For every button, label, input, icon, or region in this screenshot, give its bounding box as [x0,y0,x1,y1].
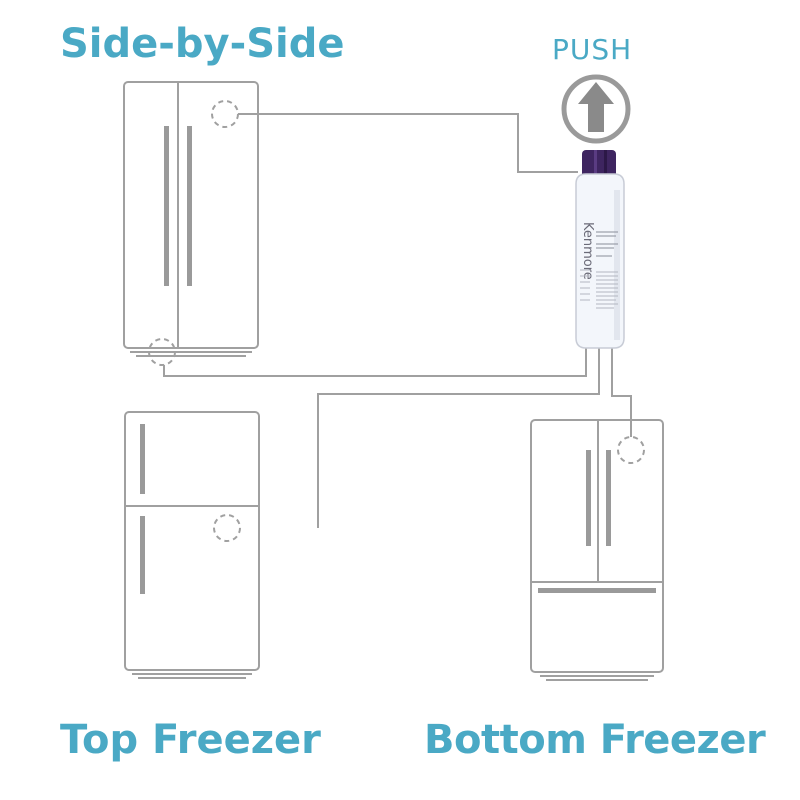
push-label: PUSH [552,33,633,66]
dashed-circle-icon [148,338,176,366]
fridge-handle [140,424,145,494]
top-freezer-label: Top Freezer [60,717,321,763]
dashed-circle-icon [213,514,241,542]
side-by-side-fridge [123,81,259,366]
bottom-freezer-label: Bottom Freezer [424,717,766,763]
fridge-handle [606,450,611,546]
dashed-circle-icon [617,436,645,464]
fridge-handle [586,450,591,546]
side-by-side-label: Side-by-Side [60,21,345,67]
fridge-handle [538,588,656,593]
top-freezer-fridge [124,411,260,679]
bottom-freezer-fridge [530,419,664,681]
filter-brand: Kenmore [580,222,595,280]
water-filter: Kenmore [575,150,625,349]
connector-lines [163,113,632,528]
dashed-circle-icon [211,100,239,128]
up-arrow-icon [561,74,631,144]
fridge-handle [164,126,169,286]
fridge-handle [187,126,192,286]
fridge-handle [140,516,145,594]
